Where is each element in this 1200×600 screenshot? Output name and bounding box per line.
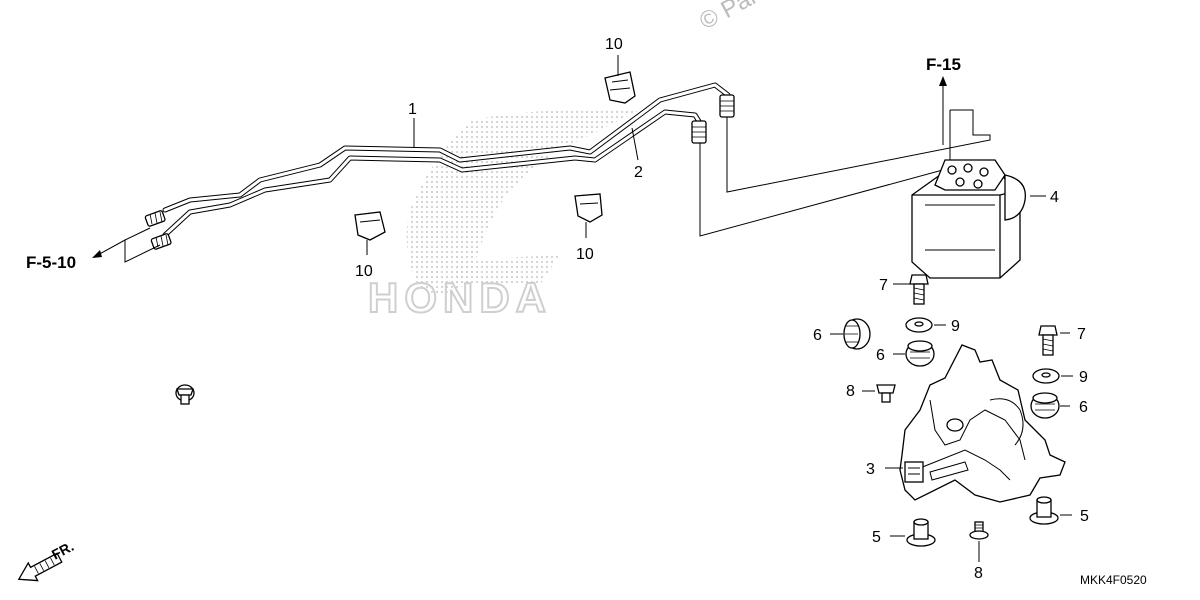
reference-f15[interactable]: F-15 (926, 55, 961, 74)
front-direction-arrow-icon (17, 552, 63, 582)
clamp-leaders (366, 55, 619, 255)
callout-5-right[interactable]: 5 (1080, 508, 1089, 525)
callout-8-bottom[interactable]: 8 (974, 565, 983, 582)
pipe-fitting-left-upper (144, 210, 166, 227)
diagram-code: MKK4F0520 (1080, 573, 1147, 587)
brake-pipe-1[interactable] (162, 82, 731, 213)
callout-7-upper[interactable]: 7 (879, 277, 888, 294)
reference-f510[interactable]: F-5-10 (26, 253, 76, 272)
grommet-right[interactable] (1030, 392, 1060, 419)
pipe-leaders (413, 118, 639, 161)
washer-right[interactable] (1032, 368, 1060, 384)
callout-5-bottom[interactable]: 5 (872, 529, 881, 546)
callout-7-right[interactable]: 7 (1077, 326, 1086, 343)
washer-upper[interactable] (905, 317, 933, 333)
pipe-clamp-right[interactable] (574, 193, 603, 223)
bolt-leaders (893, 283, 1070, 334)
callout-3[interactable]: 3 (866, 461, 875, 478)
pipe-clamp-top[interactable] (604, 71, 636, 104)
washer-leaders (934, 324, 1073, 377)
reference-leader-f510 (92, 227, 161, 263)
bolt-flange-mid[interactable] (876, 384, 896, 403)
callout-6-center[interactable]: 6 (876, 347, 885, 364)
collar-leaders (890, 514, 1072, 537)
bolt-upper[interactable] (909, 274, 929, 305)
callout-10-left[interactable]: 10 (355, 263, 373, 280)
bolt-flange-bottom[interactable] (969, 521, 989, 540)
modulator-bracket[interactable] (899, 344, 1066, 503)
bolt-right[interactable] (1038, 325, 1058, 356)
callout-8-left[interactable]: 8 (846, 383, 855, 400)
callout-4[interactable]: 4 (1050, 189, 1059, 206)
honda-wing-watermark (406, 108, 640, 294)
callout-1[interactable]: 1 (408, 101, 417, 118)
collar-bottom[interactable] (906, 518, 936, 547)
reference-leader-f15 (699, 76, 991, 237)
pipe-fitting-right-upper (719, 94, 735, 118)
pipe-fitting-left-lower (150, 233, 172, 250)
honda-logo-watermark: HONDA (368, 274, 552, 321)
callout-10-right[interactable]: 10 (576, 246, 594, 263)
callout-9-upper[interactable]: 9 (951, 318, 960, 335)
callout-6-left[interactable]: 6 (813, 327, 822, 344)
callout-9-right[interactable]: 9 (1079, 369, 1088, 386)
callout-6-right[interactable]: 6 (1079, 399, 1088, 416)
callout-10-top[interactable]: 10 (605, 36, 623, 53)
grommet-center[interactable] (905, 340, 935, 367)
bolt-flange-left[interactable] (175, 384, 195, 405)
grommet-leaders (830, 333, 1070, 407)
collar-right[interactable] (1029, 496, 1059, 525)
pipe-fitting-right-lower (691, 120, 707, 144)
grommet-left[interactable] (843, 318, 871, 350)
callout-2[interactable]: 2 (634, 164, 643, 181)
pipe-clamp-left[interactable] (354, 211, 386, 241)
copyright-watermark: © Parts (695, 0, 779, 35)
brake-pipe-2[interactable] (162, 109, 703, 238)
abs-modulator[interactable] (911, 159, 1026, 279)
